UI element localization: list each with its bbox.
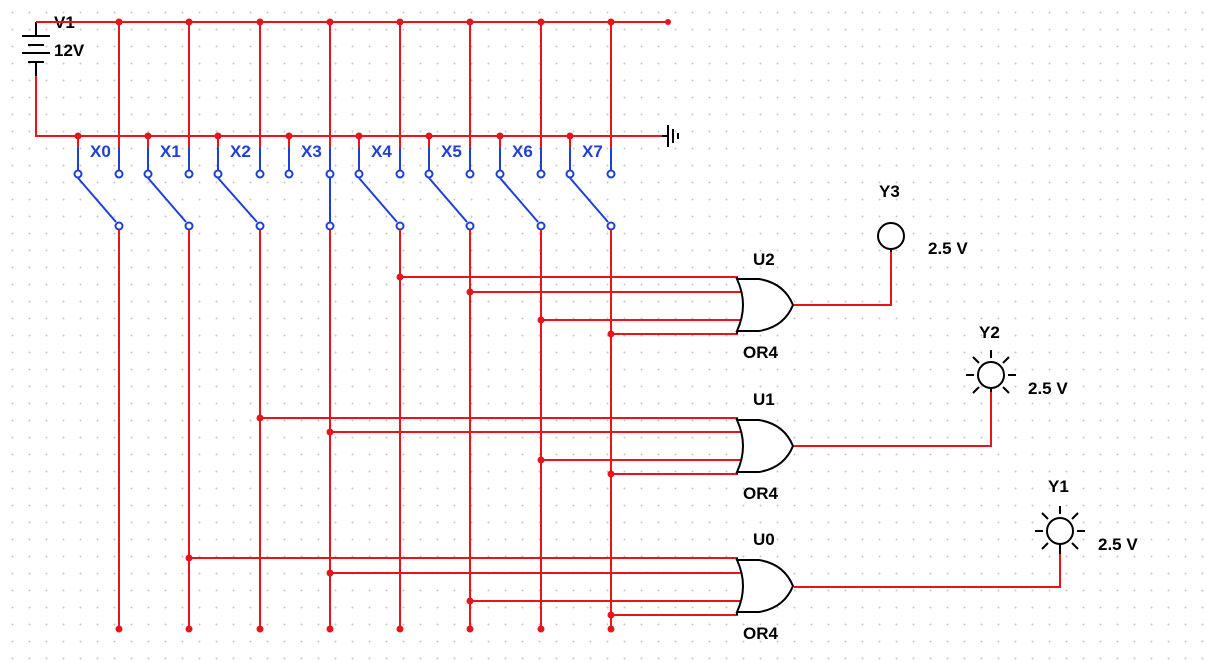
power-junction xyxy=(537,18,545,26)
wire-end-junction xyxy=(466,625,474,633)
battery-v1[interactable] xyxy=(22,22,50,76)
wire-end-junction xyxy=(537,625,545,633)
ground-junction xyxy=(496,132,504,140)
switch-x4[interactable] xyxy=(354,148,405,231)
switch-x7[interactable] xyxy=(565,148,616,231)
lamp-y2[interactable] xyxy=(966,350,1016,394)
ground-junction xyxy=(355,132,363,140)
lamp-name-y2: Y2 xyxy=(979,323,1000,342)
input-junction xyxy=(326,569,334,577)
wire-end-junction xyxy=(607,625,615,633)
ground-junction xyxy=(425,132,433,140)
power-junction xyxy=(396,18,404,26)
lamp-name-y1: Y1 xyxy=(1048,477,1069,496)
switch-label-x2: X2 xyxy=(230,142,251,161)
gate-type-u2: OR4 xyxy=(743,343,779,362)
switch-x5[interactable] xyxy=(424,148,475,231)
switch-label-x4: X4 xyxy=(371,142,392,161)
switch-label-x7: X7 xyxy=(582,142,603,161)
input-junction xyxy=(326,428,334,436)
wire-end-junction xyxy=(326,625,334,633)
input-junction xyxy=(256,414,264,422)
input-junction xyxy=(537,456,545,464)
gate-type-u1: OR4 xyxy=(743,484,779,503)
input-junction xyxy=(466,597,474,605)
input-junction xyxy=(185,554,193,562)
u1-output-wire xyxy=(794,391,992,447)
lamp-reading-y3: 2.5 V xyxy=(928,239,968,258)
wire-end-junction xyxy=(396,625,404,633)
ground-junction xyxy=(285,132,293,140)
input-junction xyxy=(466,288,474,296)
switch-label-x0: X0 xyxy=(90,142,111,161)
lamp-name-y3: Y3 xyxy=(879,182,900,201)
input-junction xyxy=(607,470,615,478)
switch-x0[interactable] xyxy=(73,148,124,231)
gate-type-u0: OR4 xyxy=(743,624,779,643)
ground-rail xyxy=(35,76,668,137)
input-junction xyxy=(537,316,545,324)
wire-end-junction xyxy=(256,625,264,633)
u2-output-wire xyxy=(794,250,892,306)
or-gate-u2[interactable] xyxy=(735,278,795,332)
switch-x6[interactable] xyxy=(495,148,546,231)
switch-label-x3: X3 xyxy=(301,142,322,161)
gate-ref-u0: U0 xyxy=(753,530,775,549)
switch-label-x1: X1 xyxy=(160,142,181,161)
power-junction xyxy=(607,18,615,26)
input-junction xyxy=(396,273,404,281)
lamp-y1[interactable] xyxy=(1035,506,1085,550)
battery-value-label: 12V xyxy=(54,41,85,60)
switch-x3[interactable] xyxy=(284,148,335,231)
lamp-y3[interactable] xyxy=(877,222,905,250)
ground-junction xyxy=(74,132,82,140)
gate-ref-u1: U1 xyxy=(753,390,775,409)
ground-junction xyxy=(566,132,574,140)
power-junction xyxy=(466,18,474,26)
lamp-reading-y1: 2.5 V xyxy=(1098,535,1138,554)
power-junction xyxy=(115,18,123,26)
ground-symbol xyxy=(662,125,679,147)
u0-output-wire xyxy=(794,553,1061,588)
switch-label-x6: X6 xyxy=(512,142,533,161)
or-gate-u1[interactable] xyxy=(735,419,795,473)
switch-label-x5: X5 xyxy=(441,142,462,161)
switch-x1[interactable] xyxy=(143,148,194,231)
power-junction xyxy=(185,18,193,26)
power-junction xyxy=(256,18,264,26)
gate-ref-u2: U2 xyxy=(753,250,775,269)
wire-end-junction xyxy=(115,625,123,633)
switch-x2[interactable] xyxy=(213,148,265,231)
wire-end-junction xyxy=(185,625,193,633)
input-junction xyxy=(607,611,615,619)
input-junction xyxy=(607,330,615,338)
ground-junction xyxy=(144,132,152,140)
ground-junction xyxy=(214,132,222,140)
lamp-reading-y2: 2.5 V xyxy=(1028,379,1068,398)
power-junction xyxy=(326,18,334,26)
or-gate-u0[interactable] xyxy=(735,559,795,613)
power-rail-end-junction xyxy=(665,19,671,25)
